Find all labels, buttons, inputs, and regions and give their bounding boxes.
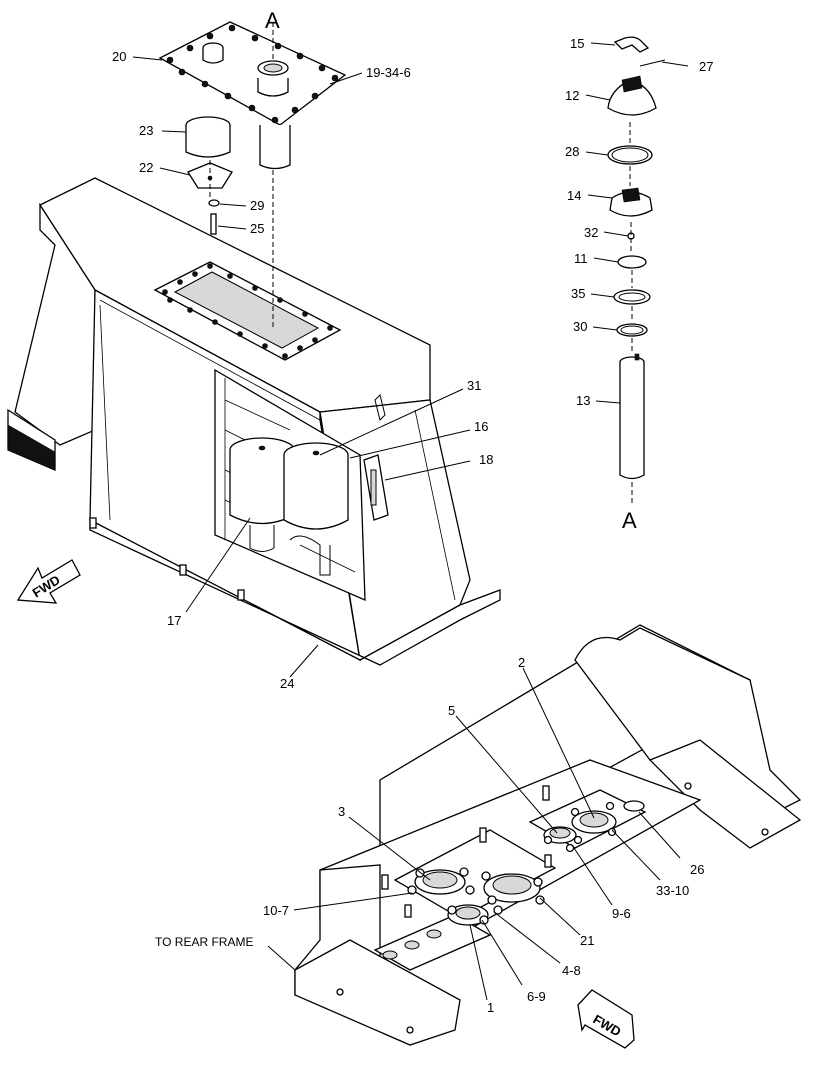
callout-17: 17 bbox=[167, 613, 181, 628]
callout-16: 16 bbox=[474, 419, 488, 434]
callout-22: 22 bbox=[139, 160, 153, 175]
callout-1: 1 bbox=[487, 1000, 494, 1015]
section-marker-bottom: A bbox=[622, 508, 637, 533]
callout-9-6: 9-6 bbox=[612, 906, 631, 921]
callout-29: 29 bbox=[250, 198, 264, 213]
callout-labels: A A 20 19-34-6 23 22 29 25 31 16 18 17 2… bbox=[112, 8, 713, 1015]
callout-24: 24 bbox=[280, 676, 294, 691]
callout-30: 30 bbox=[573, 319, 587, 334]
callout-11: 11 bbox=[574, 251, 588, 266]
callout-13: 13 bbox=[576, 393, 590, 408]
callout-6-9: 6-9 bbox=[527, 989, 546, 1004]
frame-assembly bbox=[294, 624, 802, 1046]
callout-28: 28 bbox=[565, 144, 579, 159]
callout-35: 35 bbox=[571, 286, 585, 301]
callout-21: 21 bbox=[580, 933, 594, 948]
note-to-rear-frame: TO REAR FRAME bbox=[155, 935, 253, 949]
callout-14: 14 bbox=[567, 188, 581, 203]
strainer-assembly bbox=[607, 36, 666, 505]
callout-31: 31 bbox=[467, 378, 481, 393]
callout-10-7: 10-7 bbox=[263, 903, 289, 918]
callout-2: 2 bbox=[518, 655, 525, 670]
tank-assembly bbox=[7, 177, 501, 666]
section-marker-top: A bbox=[265, 8, 280, 33]
fwd-arrow-upper: FWD bbox=[16, 559, 81, 604]
callout-4-8: 4-8 bbox=[562, 963, 581, 978]
callout-33-10: 33-10 bbox=[656, 883, 689, 898]
callout-19-34-6: 19-34-6 bbox=[366, 65, 411, 80]
callout-5: 5 bbox=[448, 703, 455, 718]
callout-23: 23 bbox=[139, 123, 153, 138]
callout-3: 3 bbox=[338, 804, 345, 819]
callout-18: 18 bbox=[479, 452, 493, 467]
callout-27: 27 bbox=[699, 59, 713, 74]
cover-assembly bbox=[158, 21, 347, 330]
callout-26: 26 bbox=[690, 862, 704, 877]
fwd-arrow-lower: FWD bbox=[577, 989, 635, 1049]
callout-12: 12 bbox=[565, 88, 579, 103]
callout-15: 15 bbox=[570, 36, 584, 51]
callout-32: 32 bbox=[584, 225, 598, 240]
leader-lines bbox=[132, 42, 689, 1001]
callout-20: 20 bbox=[112, 49, 126, 64]
callout-25: 25 bbox=[250, 221, 264, 236]
